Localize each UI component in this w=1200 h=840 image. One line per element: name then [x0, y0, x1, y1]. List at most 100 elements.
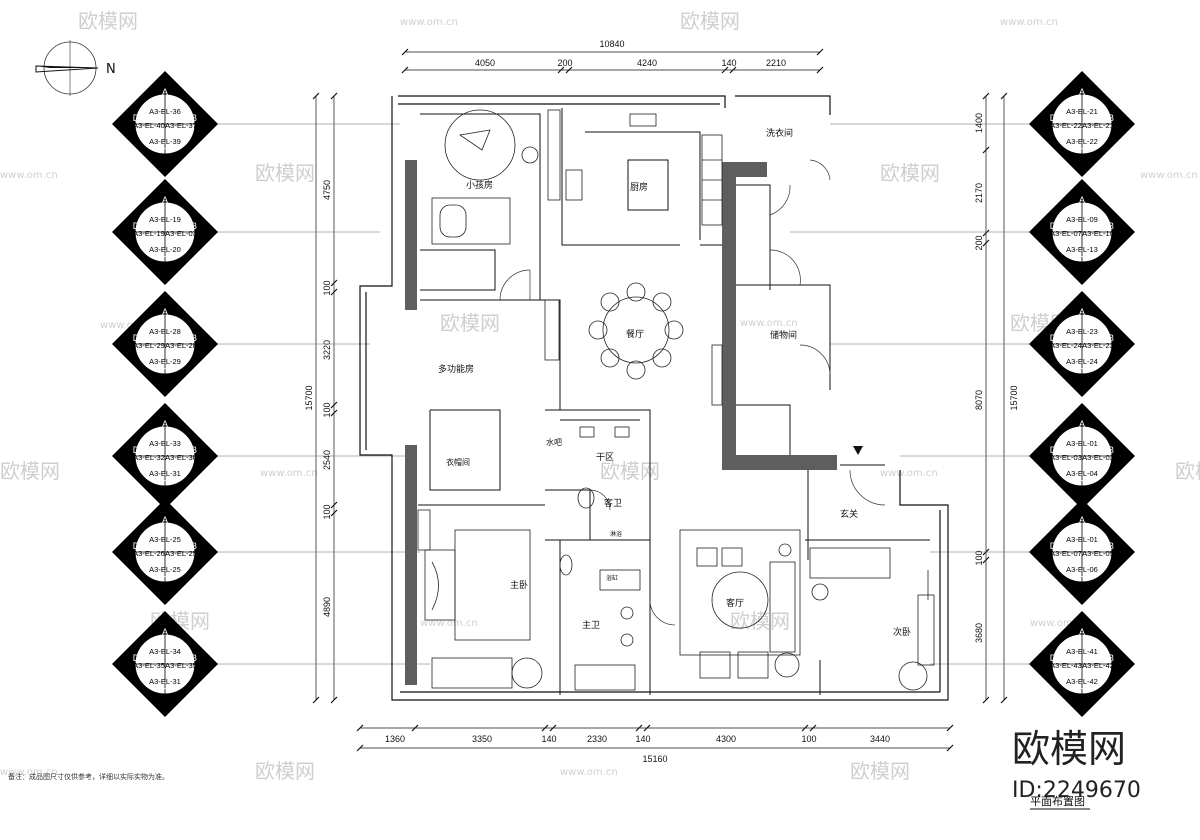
- marker-code: A3-EL-07: [1050, 229, 1082, 238]
- marker-code: A3-EL-35: [133, 661, 165, 670]
- watermark-brand: 欧模网: [850, 759, 910, 783]
- watermark-url: www.om.cn: [560, 767, 618, 778]
- watermark-url: www.om.cn: [1030, 618, 1088, 629]
- marker-code: A3-EL-10: [1082, 229, 1114, 238]
- marker-code: A3-EL-25: [165, 549, 197, 558]
- drawing-title: 平面布置图: [1030, 795, 1085, 808]
- watermark-brand: 欧模网: [255, 161, 315, 185]
- marker-code: A3-EL-30: [165, 453, 197, 462]
- marker-letter: B: [1108, 541, 1114, 551]
- marker-letter: C: [1079, 681, 1086, 691]
- dim-bottom-seg: 100: [801, 734, 816, 744]
- marker-code: A3-EL-06: [1066, 565, 1098, 574]
- dim-top-seg: 4050: [475, 58, 495, 68]
- marker-letter: B: [191, 113, 197, 123]
- watermark-url: www.om.cn: [100, 320, 158, 331]
- marker-code: A3-EL-23: [1082, 341, 1114, 350]
- marker-code: A3-EL-19: [149, 215, 181, 224]
- dim-left-total: 15700: [304, 385, 314, 410]
- marker-letter: D: [133, 653, 140, 663]
- dim-left-seg: 100: [322, 280, 332, 295]
- marker-letter: D: [1050, 653, 1057, 663]
- marker-code: A3-EL-20: [149, 245, 181, 254]
- marker-letter: C: [1079, 569, 1086, 579]
- marker-code: A3-EL-34: [149, 647, 181, 656]
- dim-right-seg: 2170: [974, 183, 984, 203]
- marker-letter: D: [133, 541, 140, 551]
- marker-letter: B: [1108, 333, 1114, 343]
- marker-code: A3-EL-09: [1066, 215, 1098, 224]
- dim-top-seg: 2210: [766, 58, 786, 68]
- dim-right-seg: 100: [974, 550, 984, 565]
- marker-letter: A: [1079, 515, 1085, 525]
- dim-left-seg: 100: [322, 402, 332, 417]
- marker-letter: D: [1050, 541, 1057, 551]
- marker-letter: B: [191, 221, 197, 231]
- marker-code: A3-EL-03: [165, 229, 197, 238]
- marker-letter: A: [162, 195, 168, 205]
- watermark-url: www.om.cn: [1140, 170, 1198, 181]
- marker-letter: D: [1050, 333, 1057, 343]
- marker-code: A3-EL-35: [165, 661, 197, 670]
- room-label: 主卧: [510, 579, 528, 591]
- watermark-url: www.om.cn: [400, 17, 458, 28]
- entrance-marker: [853, 446, 863, 455]
- watermark-layer: 欧模网 www.om.cn 欧模网 www.om.cn www.om.cn 欧模…: [0, 9, 1200, 783]
- marker-letter: A: [162, 419, 168, 429]
- room-label: 干区: [596, 452, 614, 463]
- marker-code: A3-EL-43: [1050, 661, 1082, 670]
- marker-code: A3-EL-25: [149, 535, 181, 544]
- marker-code: A3-EL-19: [133, 229, 165, 238]
- marker-letter: A: [162, 307, 168, 317]
- room-label: 浴缸: [606, 574, 618, 582]
- marker-letter: D: [133, 221, 140, 231]
- dim-right-seg: 200: [974, 235, 984, 250]
- marker-code: A3-EL-21: [1066, 107, 1098, 116]
- room-label: 次卧: [893, 626, 911, 638]
- marker-letter: B: [191, 333, 197, 343]
- watermark-url: www.om.cn: [0, 170, 58, 181]
- room-label: 客卫: [604, 497, 622, 509]
- floor-plan: [359, 95, 949, 701]
- marker-code: A3-EL-32: [133, 453, 165, 462]
- dimension-texts-top: 10840 4050 200 4240 140 2210: [475, 39, 786, 68]
- marker-code: A3-EL-05: [1082, 549, 1114, 558]
- dim-left-seg: 100: [322, 504, 332, 519]
- room-label: 厨房: [630, 181, 648, 193]
- marker-letter: D: [1050, 113, 1057, 123]
- room-label: 客厅: [726, 597, 744, 609]
- dimension-texts-bottom: 1360 3350 140 2330 140 4300 100 3440 151…: [385, 734, 890, 764]
- dim-bottom-seg: 140: [635, 734, 650, 744]
- brand-watermark: 欧模网: [1012, 727, 1126, 771]
- marker-code: A3-EL-28: [165, 341, 197, 350]
- marker-code: A3-EL-36: [149, 107, 181, 116]
- marker-letter: A: [162, 627, 168, 637]
- marker-code: A3-EL-33: [149, 439, 181, 448]
- marker-code: A3-EL-25: [149, 565, 181, 574]
- marker-letter: C: [162, 141, 169, 151]
- marker-letter: C: [162, 249, 169, 259]
- dim-right-seg: 1400: [974, 113, 984, 133]
- marker-letter: D: [133, 333, 140, 343]
- marker-letter: B: [1108, 221, 1114, 231]
- dim-right-seg: 3680: [974, 623, 984, 643]
- dim-left-seg: 2540: [322, 450, 332, 470]
- marker-letter: C: [162, 569, 169, 579]
- marker-letter: B: [1108, 653, 1114, 663]
- grid-guides: [215, 123, 1032, 665]
- room-label: 玄关: [840, 508, 858, 520]
- watermark-brand: 欧模网: [0, 459, 60, 483]
- marker-letter: C: [1079, 473, 1086, 483]
- marker-letter: B: [1108, 445, 1114, 455]
- marker-code: A3-EL-03: [1050, 453, 1082, 462]
- dim-bottom-seg: 3350: [472, 734, 492, 744]
- marker-letter: A: [162, 515, 168, 525]
- marker-letter: A: [1079, 195, 1085, 205]
- dim-bottom-seg: 140: [541, 734, 556, 744]
- marker-code: A3-EL-37: [165, 121, 197, 130]
- dim-left-seg: 4750: [322, 180, 332, 200]
